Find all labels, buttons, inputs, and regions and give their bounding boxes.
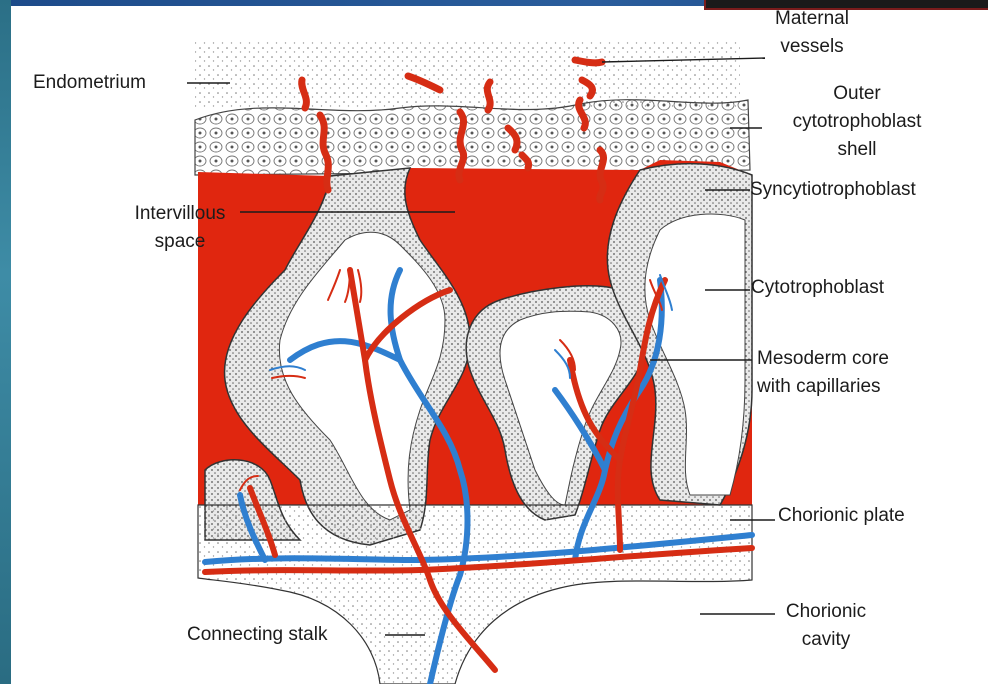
label-intervillous-space: Intervillous space — [110, 200, 250, 256]
endometrium-region — [195, 40, 740, 110]
label-outer-shell: Outer cytotrophoblast shell — [757, 80, 957, 164]
chorionic-plate — [198, 505, 752, 684]
label-chorionic-plate: Chorionic plate — [778, 502, 905, 530]
label-intervillous-line2: space — [110, 228, 250, 256]
label-mesoderm-line2: with capillaries — [757, 373, 889, 401]
label-chorionic-cavity-line1: Chorionic — [776, 598, 876, 626]
label-maternal-vessels-line2: vessels — [757, 33, 867, 61]
label-outer-shell-line1: Outer — [757, 80, 957, 108]
label-syncytiotrophoblast: Syncytiotrophoblast — [750, 176, 916, 204]
label-endometrium: Endometrium — [33, 69, 146, 97]
label-maternal-vessels: Maternal vessels — [757, 5, 867, 61]
label-outer-shell-line3: shell — [757, 136, 957, 164]
label-maternal-vessels-line1: Maternal — [757, 5, 867, 33]
label-mesoderm-line1: Mesoderm core — [757, 345, 889, 373]
label-outer-shell-line2: cytotrophoblast — [757, 108, 957, 136]
label-intervillous-line1: Intervillous — [110, 200, 250, 228]
label-cytotrophoblast: Cytotrophoblast — [751, 274, 884, 302]
label-chorionic-cavity-line2: cavity — [776, 626, 876, 654]
label-mesoderm-core: Mesoderm core with capillaries — [757, 345, 889, 401]
label-connecting-stalk: Connecting stalk — [187, 621, 327, 649]
label-chorionic-cavity: Chorionic cavity — [776, 598, 876, 654]
